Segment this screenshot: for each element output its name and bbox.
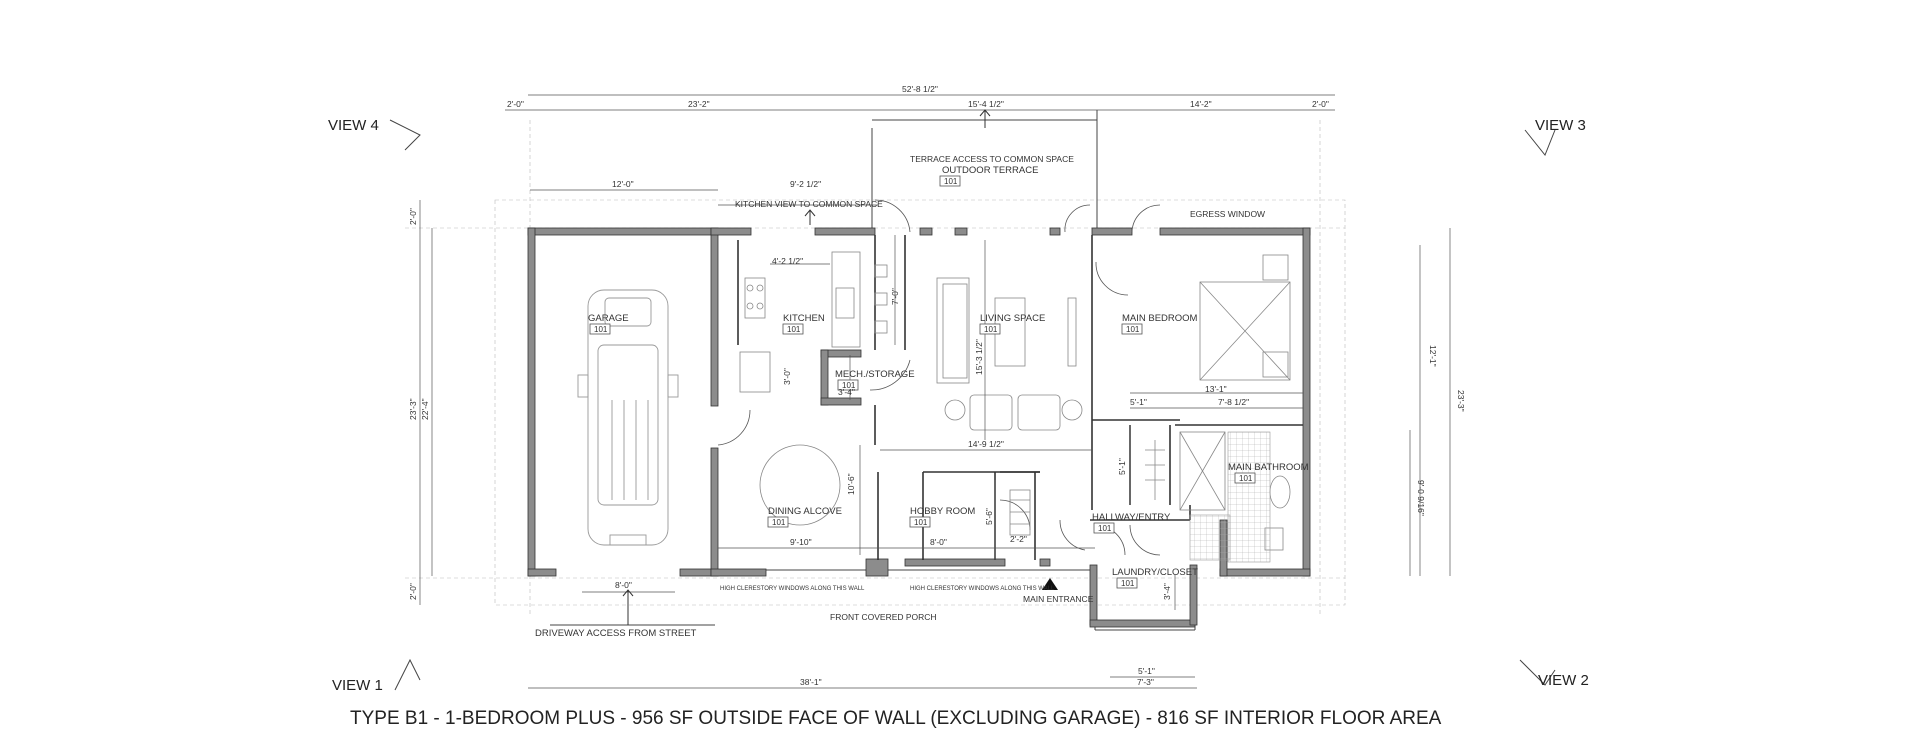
dim-mech-w: 3'-4" <box>838 387 855 397</box>
room-hallway: HALLWAY/ENTRY <box>1092 512 1171 523</box>
svg-text:101: 101 <box>1121 579 1135 588</box>
dim-right-121: 12'-1" <box>1428 345 1438 367</box>
doors <box>717 199 1161 556</box>
note-main-entrance: MAIN ENTRANCE <box>1023 594 1094 604</box>
note-clerestory-1: HIGH CLERESTORY WINDOWS ALONG THIS WALL <box>720 586 865 592</box>
dim-garage-door: 8'-0" <box>615 580 632 590</box>
dim-bed-5: 5'-1" <box>1130 397 1147 407</box>
dim-bed-13: 13'-1" <box>1205 384 1227 394</box>
dim-right-90: 9'-0 9/16" <box>1416 480 1426 516</box>
dim-garage-inner: 12'-0" <box>612 179 634 189</box>
dim-hobby-v: 5'-6" <box>984 508 994 525</box>
dim-left-bot: 2'-0" <box>408 583 418 600</box>
room-living: LIVING SPACE <box>980 313 1045 324</box>
dim-laundry-v: 3'-4" <box>1162 583 1172 600</box>
dim-hobby-w: 8'-0" <box>930 537 947 547</box>
drawing-title: TYPE B1 - 1-BEDROOM PLUS - 956 SF OUTSID… <box>350 708 1442 729</box>
dim-left-top: 2'-0" <box>408 208 418 225</box>
svg-text:101: 101 <box>914 518 928 527</box>
dim-living-vert: 15'-3 1/2" <box>974 339 984 375</box>
room-terrace: OUTDOOR TERRACE <box>942 165 1038 176</box>
svg-text:101: 101 <box>1126 325 1140 334</box>
dim-dining-w: 9'-10" <box>790 537 812 547</box>
tag-bedroom: 101 <box>1121 323 1143 335</box>
dim-kit-vert: 7'-0" <box>890 288 900 305</box>
arrows <box>622 109 991 625</box>
dim-bottom-overall: 38'-1" <box>800 677 822 687</box>
svg-text:101: 101 <box>594 325 608 334</box>
dim-dining-v: 10'-6" <box>846 473 856 495</box>
svg-text:101: 101 <box>944 177 958 186</box>
tag-terrace: 101 <box>939 175 961 187</box>
dim-bottom-73: 7'-3" <box>1137 677 1154 687</box>
note-egress: EGRESS WINDOW <box>1190 209 1265 219</box>
view-4-label: VIEW 4 <box>328 117 379 134</box>
svg-text:101: 101 <box>984 325 998 334</box>
main-entrance-triangle <box>1042 578 1058 590</box>
dim-bottom-51: 5'-1" <box>1138 666 1155 676</box>
tag-bath: 101 <box>1234 472 1256 484</box>
tag-laundry: 101 <box>1116 577 1138 589</box>
dim-kitchen-inner: 4'-2 1/2" <box>772 256 803 266</box>
tag-hallway: 101 <box>1093 522 1115 534</box>
dim-left-224: 22'-4" <box>420 398 430 420</box>
tag-hobby: 101 <box>909 516 931 528</box>
room-kitchen: KITCHEN <box>783 313 825 324</box>
dim-garage-span: 23'-2" <box>688 99 710 109</box>
note-terrace-access: TERRACE ACCESS TO COMMON SPACE <box>910 154 1074 164</box>
laundry-tile-floor <box>1189 514 1231 561</box>
svg-text:101: 101 <box>1098 524 1112 533</box>
room-hobby: HOBBY ROOM <box>910 506 975 517</box>
room-garage: GARAGE <box>588 313 629 324</box>
car-outline <box>577 289 679 546</box>
svg-text:101: 101 <box>772 518 786 527</box>
room-tags: 101 101 101 101 101 101 101 101 101 101 … <box>589 175 1256 589</box>
dim-left-233: 23'-3" <box>408 398 418 420</box>
note-driveway: DRIVEWAY ACCESS FROM STREET <box>535 628 697 639</box>
dim-right-2ft: 2'-0" <box>1312 99 1329 109</box>
dimension-texts: 52'-8 1/2" 2'-0" 23'-2" 15'-4 1/2" 14'-2… <box>408 84 1466 687</box>
note-clerestory-2: HIGH CLERESTORY WINDOWS ALONG THIS WALL <box>910 586 1055 592</box>
room-dining: DINING ALCOVE <box>768 506 842 517</box>
svg-text:101: 101 <box>1239 474 1253 483</box>
tag-garage: 101 <box>589 323 611 335</box>
dim-left-2ft: 2'-0" <box>507 99 524 109</box>
dim-right-233: 23'-3" <box>1456 390 1466 412</box>
note-kitchen-view: KITCHEN VIEW TO COMMON SPACE <box>735 199 883 209</box>
svg-text:101: 101 <box>842 381 856 390</box>
view-2-label: VIEW 2 <box>1538 672 1589 689</box>
dim-mech-vert: 3'-0" <box>782 368 792 385</box>
tag-living: 101 <box>979 323 1001 335</box>
room-bedroom: MAIN BEDROOM <box>1122 313 1198 324</box>
walls <box>527 227 1311 628</box>
dim-bed-span: 14'-2" <box>1190 99 1212 109</box>
tag-dining: 101 <box>767 516 789 528</box>
view-1-label: VIEW 1 <box>332 677 383 694</box>
dim-bed-7: 7'-8 1/2" <box>1218 397 1249 407</box>
dim-hall-w: 2'-2" <box>1010 534 1027 544</box>
dim-terrace-span: 15'-4 1/2" <box>968 99 1004 109</box>
furniture <box>739 251 1291 551</box>
view-arrows <box>389 119 1556 691</box>
view-3-label: VIEW 3 <box>1535 117 1586 134</box>
bath-tile-floor <box>1227 431 1271 563</box>
svg-text:101: 101 <box>787 325 801 334</box>
dim-closet-v: 5'-1" <box>1117 458 1127 475</box>
dim-center: 14'-9 1/2" <box>968 439 1004 449</box>
room-bath: MAIN BATHROOM <box>1228 462 1309 473</box>
note-porch: FRONT COVERED PORCH <box>830 612 937 622</box>
tag-kitchen: 101 <box>782 323 804 335</box>
tag-mech: 101 <box>837 379 859 391</box>
room-mech: MECH./STORAGE <box>835 369 915 380</box>
dimension-lines <box>419 94 1451 689</box>
dim-kitchen-span: 9'-2 1/2" <box>790 179 821 189</box>
dim-overall: 52'-8 1/2" <box>902 84 938 94</box>
room-laundry: LAUNDRY/CLOSET <box>1112 567 1198 578</box>
